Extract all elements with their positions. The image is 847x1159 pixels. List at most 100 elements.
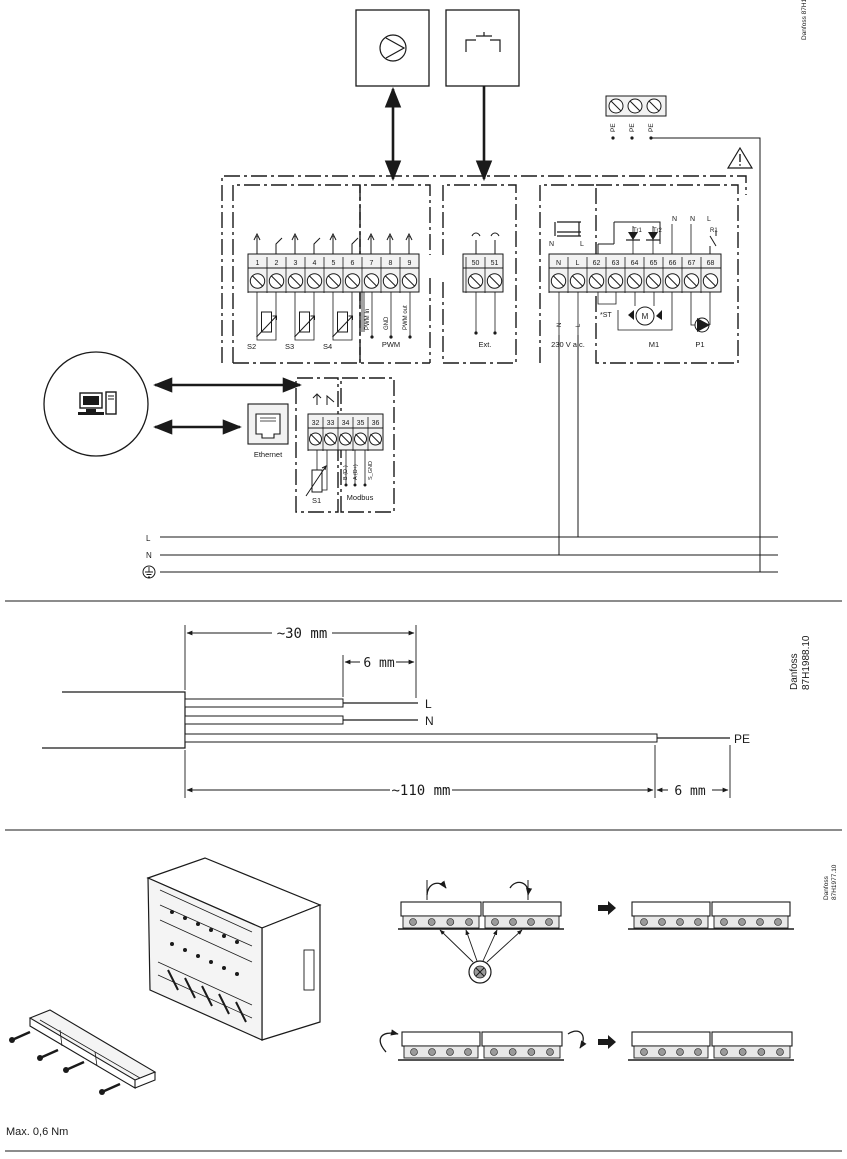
wire-n-label: N <box>425 714 434 728</box>
modbus-a-label: A (D+) <box>353 464 359 480</box>
controller-housing-illustration <box>146 857 322 1041</box>
power-top-n: N <box>549 241 554 248</box>
pwm-in-label: PWM In <box>365 309 371 330</box>
pwm-out-label: PWM out <box>403 305 409 330</box>
svg-text:87H1988.10: 87H1988.10 <box>801 635 812 690</box>
pe-label-2: PE <box>629 123 636 132</box>
sensor-label: S4 <box>323 342 332 351</box>
s1-label: S1 <box>312 496 321 505</box>
power-caption: 230 V a.c. <box>551 340 585 349</box>
sensor-label: S3 <box>285 342 294 351</box>
dimension-lines: ~30 mm 6 mm ~110 mm 6 mm <box>184 625 731 799</box>
modbus-caption: Modbus <box>347 493 374 502</box>
out-top-n2: N <box>690 216 695 223</box>
svg-text:87H1977.10: 87H1977.10 <box>831 864 838 900</box>
terminal-label: 64 <box>631 260 639 267</box>
terminal-screw <box>306 273 323 289</box>
modbus-signals: B (D-) A (D+) S_GND Modbus <box>343 450 374 502</box>
wire-pe-label: PE <box>734 732 750 746</box>
terminal-screw <box>354 432 367 446</box>
dim-6mm-a: 6 mm <box>363 656 394 671</box>
terminal-screw <box>401 273 418 289</box>
cable-ref-code: Danfoss 87H1988.10 <box>789 635 812 690</box>
terminal-screw <box>683 273 700 289</box>
terminal-label: 62 <box>593 260 601 267</box>
bus-n-label: N <box>146 551 152 560</box>
terminal-screw <box>363 273 380 289</box>
terminal-label: 32 <box>312 420 320 427</box>
terminal-screw <box>369 432 382 446</box>
terminal-screw <box>588 273 605 289</box>
svg-text:Danfoss: Danfoss <box>823 875 830 900</box>
computer-icon <box>78 391 117 415</box>
dim-6mm-b: 6 mm <box>674 784 705 799</box>
relay-r1-label: R1 <box>710 228 718 234</box>
cable-wires: L N PE <box>184 697 750 746</box>
power-bottom-l: L <box>576 323 582 327</box>
torque-note: Max. 0,6 Nm <box>6 1126 68 1138</box>
mounting-ref-code: Danfoss 87H1977.10 <box>823 864 838 900</box>
controller-enclosure <box>221 175 747 363</box>
contact-symbols <box>253 232 500 254</box>
terminal-screw <box>645 273 662 289</box>
terminal-screw <box>249 273 266 289</box>
s1-group-box <box>295 377 339 513</box>
power-top-l: L <box>580 241 584 248</box>
ext-caption: Ext. <box>479 340 492 349</box>
module-assembly-steps <box>398 901 794 1061</box>
pump-caption: P1 <box>695 340 704 349</box>
external-switch-box <box>445 9 520 87</box>
terminal-label: 9 <box>408 260 412 267</box>
terminal-label: 50 <box>472 260 480 267</box>
cable-section: Danfoss 87H1988.10 L N PE ~30 mm <box>42 625 812 799</box>
terminal-screw <box>569 273 586 289</box>
bus-l-label: L <box>146 534 151 543</box>
screw-icon <box>63 1060 85 1073</box>
ethernet-label: Ethernet <box>254 450 283 459</box>
temperature-sensors: S2 S3 S4 <box>247 292 353 351</box>
terminal-label: 3 <box>294 260 298 267</box>
motor-symbol: M <box>617 292 673 331</box>
wiring-section: Danfoss 87H1984.10 PE PE PE <box>43 0 808 579</box>
power-bottom-n: N <box>557 323 563 327</box>
terminal-screw <box>550 273 567 289</box>
triac-tr2-label: Tr2 <box>653 228 662 234</box>
ethernet-port-icon <box>247 403 289 445</box>
pe-label-1: PE <box>610 123 617 132</box>
output-circuits: N N L Tr1 Tr2 R1 *ST M M1 <box>597 216 718 349</box>
terminal-screw <box>664 273 681 289</box>
modbus-sgnd-label: S_GND <box>368 461 374 480</box>
terminal-screw <box>325 273 342 289</box>
terminal-label: 65 <box>650 260 658 267</box>
terminal-label: 67 <box>688 260 696 267</box>
wire-l-label: L <box>425 697 432 711</box>
supply-bus: L N <box>142 534 778 579</box>
step-arrow-icon <box>598 901 616 915</box>
dim-30mm: ~30 mm <box>277 626 328 642</box>
terminal-label: L <box>576 260 580 267</box>
triac-tr1-label: Tr1 <box>633 228 642 234</box>
dim-110mm: ~110 mm <box>391 783 450 799</box>
terminal-screw <box>324 432 337 446</box>
out-top-n1: N <box>672 216 677 223</box>
wiring-ref-code: Danfoss 87H1984.10 <box>801 0 808 40</box>
out-top-l: L <box>707 216 711 223</box>
din-rail-clip-illustration <box>9 1009 157 1095</box>
terminal-label: 5 <box>332 260 336 267</box>
terminal-screw <box>287 273 304 289</box>
terminal-label: 8 <box>389 260 393 267</box>
terminal-screw <box>626 273 643 289</box>
screw-icon <box>37 1048 59 1061</box>
power-input: N L N L 230 V a.c. <box>549 221 585 555</box>
terminal-screw <box>339 432 352 446</box>
terminal-screw <box>607 273 624 289</box>
st-label: *ST <box>600 312 612 319</box>
terminal-label: 6 <box>351 260 355 267</box>
s1-sensor: S1 <box>305 393 335 505</box>
pump-device-box <box>355 9 430 87</box>
pwm-gnd-label: GND <box>384 316 390 330</box>
terminal-label: 35 <box>357 420 365 427</box>
terminal-label: 1 <box>256 260 260 267</box>
terminal-label: 33 <box>327 420 335 427</box>
sensor-label: S2 <box>247 342 256 351</box>
